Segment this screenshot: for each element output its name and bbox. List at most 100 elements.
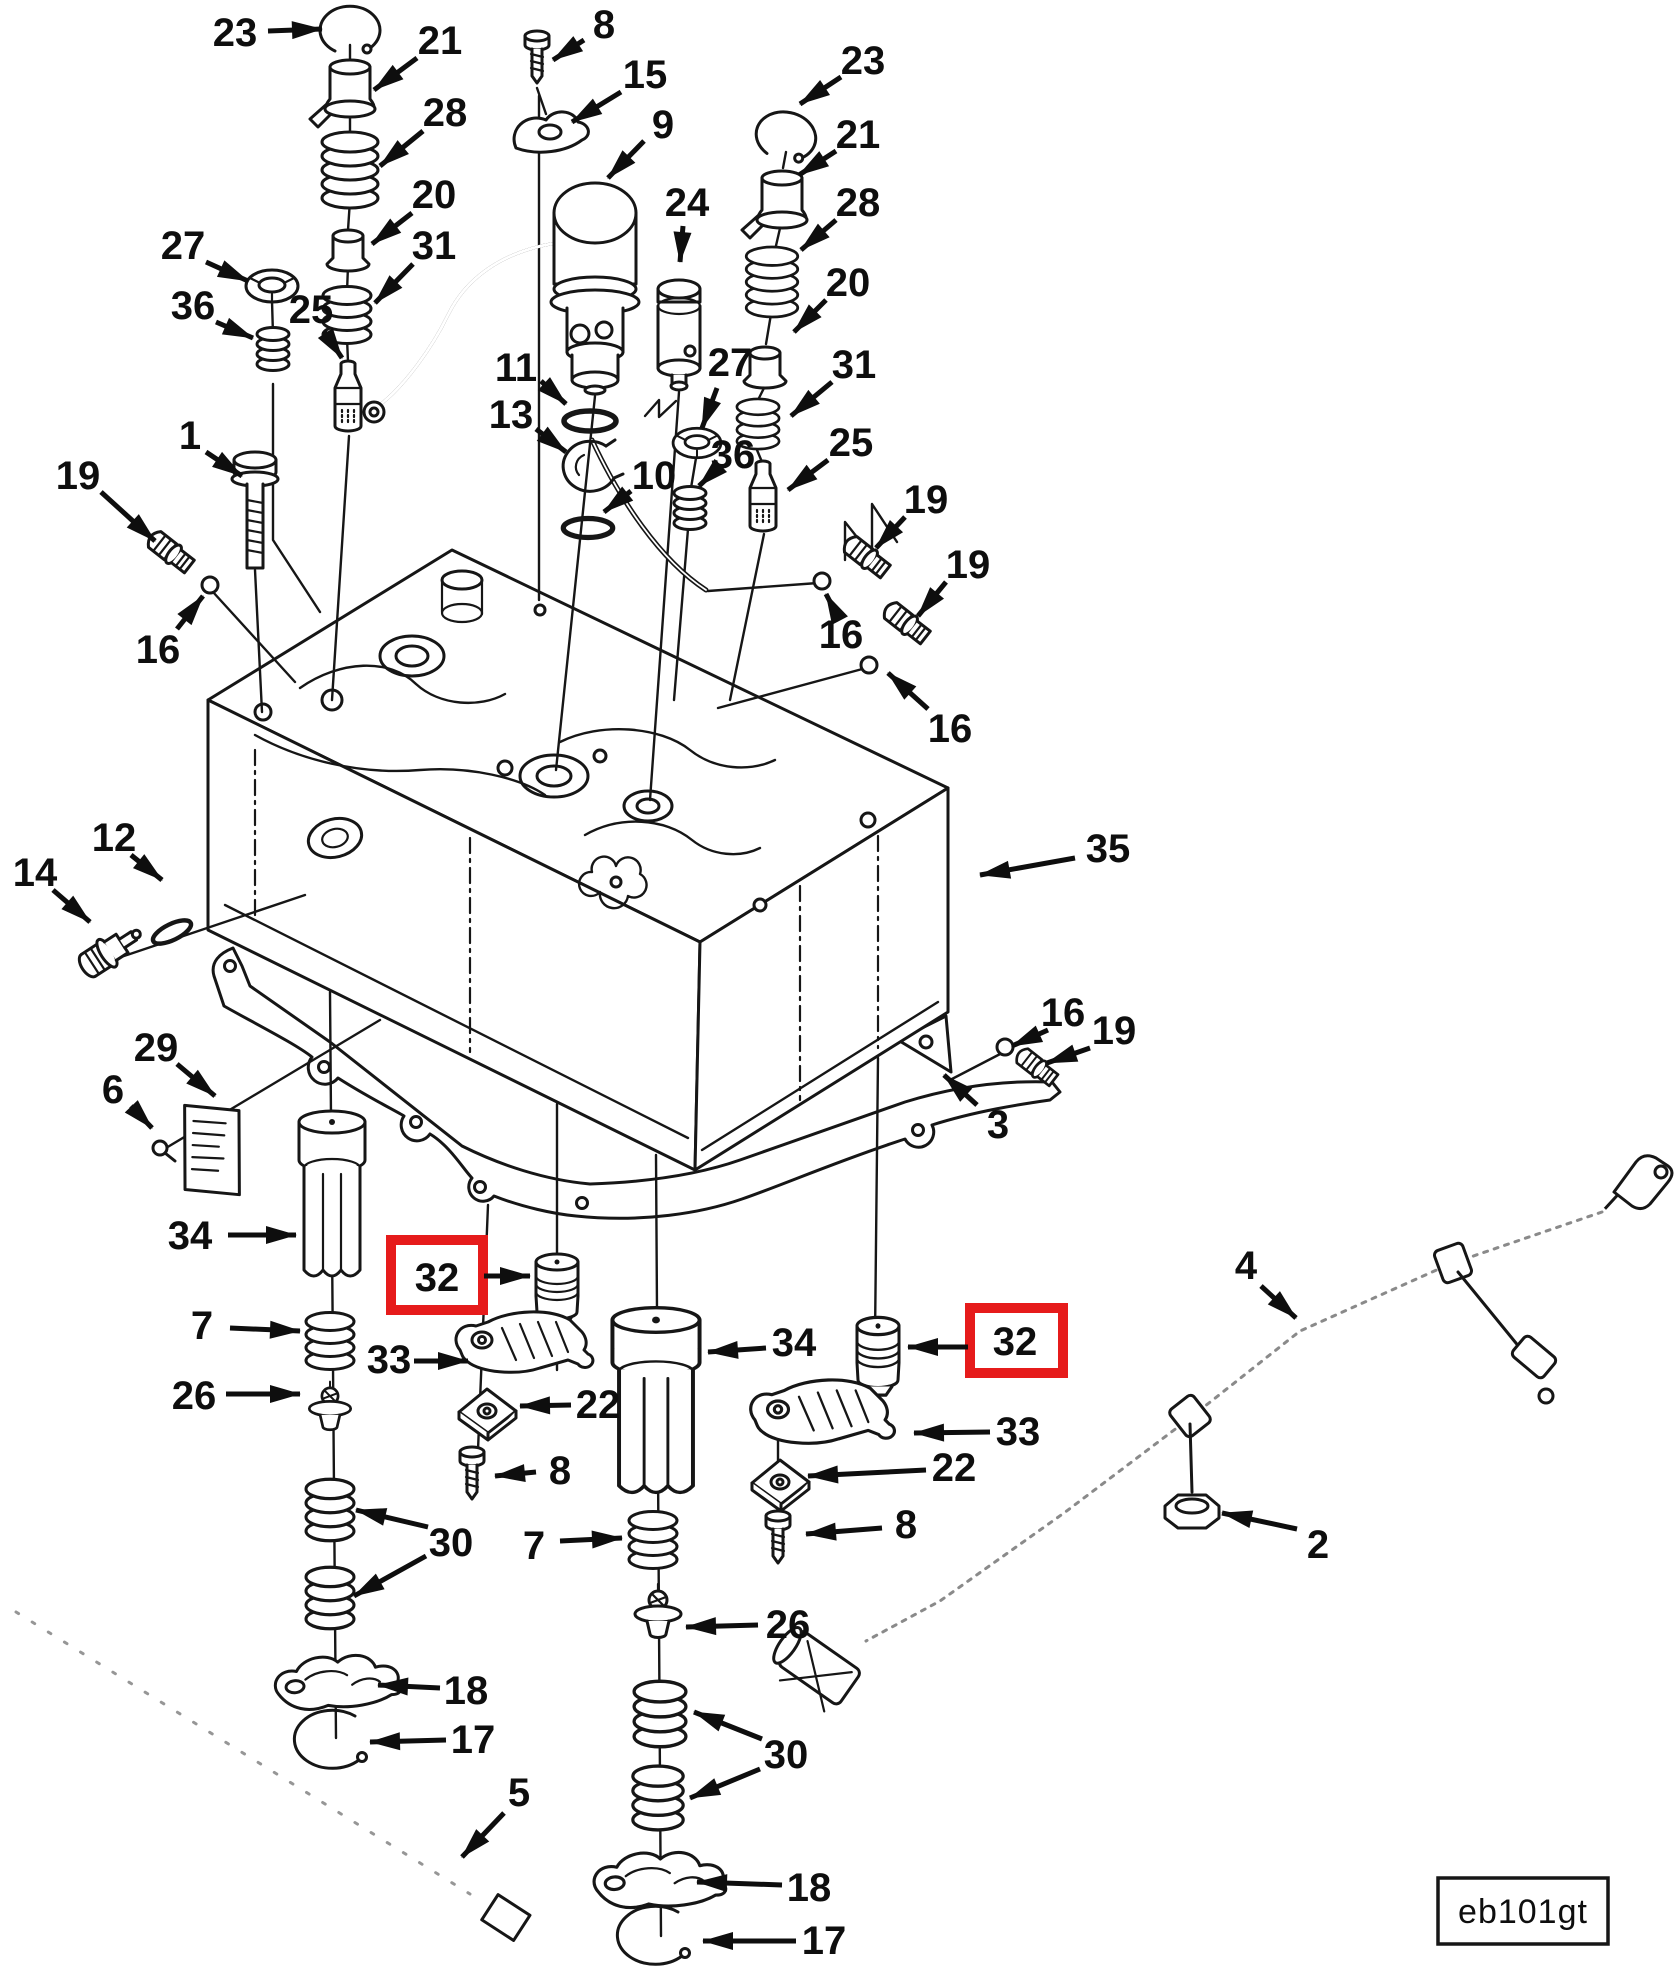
callout-13: 13 <box>489 393 568 454</box>
callout-arrow-23-right <box>798 74 843 107</box>
part-34-tappet-left <box>297 1109 367 1278</box>
callout-label-20-left: 20 <box>412 173 457 217</box>
callout-arrow-36-right <box>697 458 727 488</box>
callout-label-9: 9 <box>652 103 674 147</box>
callout-2: 2 <box>1221 1510 1329 1567</box>
callout-16-a: 16 <box>136 594 205 672</box>
callout-label-18-left: 18 <box>444 1669 489 1713</box>
callout-arrow-34-center <box>707 1340 767 1359</box>
callout-label-8-left: 8 <box>549 1449 571 1493</box>
callout-31-left: 31 <box>373 224 456 305</box>
callout-label-31-right: 31 <box>832 343 877 387</box>
callout-arrow-9 <box>606 139 646 180</box>
part-25-plunger-left <box>333 359 363 433</box>
callout-label-22-left: 22 <box>576 1383 621 1427</box>
callout-arrow-17-left <box>369 1732 447 1751</box>
callout-arrow-14 <box>51 888 92 924</box>
callout-1: 1 <box>179 414 244 479</box>
callout-label-6: 6 <box>102 1068 124 1112</box>
part-10-oring <box>563 519 612 538</box>
callout-arrow-8-right <box>805 1522 883 1541</box>
part-33-bracket-left <box>454 1310 595 1374</box>
part-9-injector <box>362 181 641 424</box>
callout-34-center: 34 <box>707 1321 817 1365</box>
callout-28-right: 28 <box>799 181 880 252</box>
part-36-spring-left <box>255 326 291 372</box>
callout-36-left: 36 <box>171 284 254 341</box>
callout-8-top: 8 <box>551 3 615 63</box>
highlight-box-32-0[interactable] <box>386 1235 488 1315</box>
callout-label-32-left[interactable]: 32 <box>415 1256 460 1300</box>
part-33-bracket-right <box>749 1378 897 1445</box>
callout-arrow-30-center <box>693 1709 763 1742</box>
callout-label-17-center: 17 <box>802 1919 847 1963</box>
callout-arrow-7-left <box>229 1320 301 1339</box>
callout-30-left: 30 <box>352 1507 473 1599</box>
part-24-valve <box>656 278 702 392</box>
callout-33-right: 33 <box>913 1410 1041 1454</box>
callout-arrow-4 <box>1259 1284 1298 1320</box>
callout-label-35: 35 <box>1086 827 1131 871</box>
callout-19-a: 19 <box>56 454 157 543</box>
callout-label-18-center: 18 <box>787 1866 832 1910</box>
callout-21-right: 21 <box>797 113 881 178</box>
callout-20-right: 20 <box>792 261 870 334</box>
callout-arrow-22-left <box>519 1396 572 1415</box>
callout-arrow-6 <box>124 1100 154 1130</box>
callout-arrow-8-top <box>551 36 586 63</box>
part-16-oring-c <box>859 655 879 675</box>
callout-label-10: 10 <box>632 454 677 498</box>
callout-arrow-16-a <box>175 594 205 631</box>
callout-26-center: 26 <box>685 1603 810 1647</box>
callout-10: 10 <box>602 454 677 514</box>
callout-arrow-24 <box>673 225 692 263</box>
callout-label-32-right[interactable]: 32 <box>993 1320 1038 1364</box>
callout-arrow-30-center <box>689 1766 761 1801</box>
callout-label-25-right: 25 <box>829 421 874 465</box>
callout-27-left: 27 <box>161 224 250 284</box>
callout-arrow-28-left <box>378 129 425 168</box>
callout-16-d: 16 <box>1010 991 1085 1049</box>
callout-label-24: 24 <box>665 181 710 225</box>
callout-6: 6 <box>102 1068 154 1130</box>
callout-8-left: 8 <box>494 1449 571 1493</box>
part-30-spring-center-lower <box>631 1764 685 1832</box>
callout-label-16-a: 16 <box>136 628 181 672</box>
callout-label-21-right: 21 <box>836 113 881 157</box>
callout-19-d: 19 <box>1046 1009 1137 1066</box>
callout-arrow-16-d <box>1010 1025 1050 1049</box>
callout-arrow-16-c <box>886 671 930 711</box>
callout-30-center: 30 <box>689 1709 809 1801</box>
part-11-oring <box>564 411 616 431</box>
callout-label-7-left: 7 <box>191 1304 213 1348</box>
part-7-spring-left <box>304 1311 356 1371</box>
callout-36-right: 36 <box>697 433 755 488</box>
callout-17-left: 17 <box>369 1718 495 1762</box>
callout-label-33-right: 33 <box>996 1410 1041 1454</box>
callout-16-b: 16 <box>819 592 863 657</box>
part-17-snap-ring-center <box>615 1904 691 1966</box>
callout-25-left: 25 <box>289 288 345 360</box>
callout-8-right: 8 <box>805 1503 917 1547</box>
callout-label-23-right: 23 <box>841 39 886 83</box>
callout-32-right: 32 <box>907 1320 1038 1364</box>
callout-arrow-33-right <box>913 1423 991 1442</box>
callout-20-left: 20 <box>370 173 457 246</box>
callout-arrow-1 <box>204 449 244 479</box>
highlight-box-32-1[interactable] <box>965 1303 1068 1378</box>
callout-label-19-d: 19 <box>1092 1009 1137 1053</box>
callout-4: 4 <box>1235 1244 1298 1320</box>
callout-label-23-left: 23 <box>213 11 258 55</box>
callout-21-left: 21 <box>372 19 462 93</box>
callout-label-27-right: 27 <box>708 341 753 385</box>
callout-label-25-left: 25 <box>289 288 334 332</box>
callout-22-right: 22 <box>807 1446 976 1490</box>
callout-arrow-19-a <box>99 490 157 543</box>
callout-label-4: 4 <box>1235 1244 1258 1288</box>
callout-19-b: 19 <box>874 478 948 550</box>
callout-26-left: 26 <box>172 1374 301 1418</box>
part-30-spring-left-upper <box>304 1477 356 1543</box>
callout-arrow-23-left <box>267 21 323 40</box>
callout-arrow-36-left <box>215 317 254 341</box>
callout-label-30-center: 30 <box>764 1733 809 1777</box>
